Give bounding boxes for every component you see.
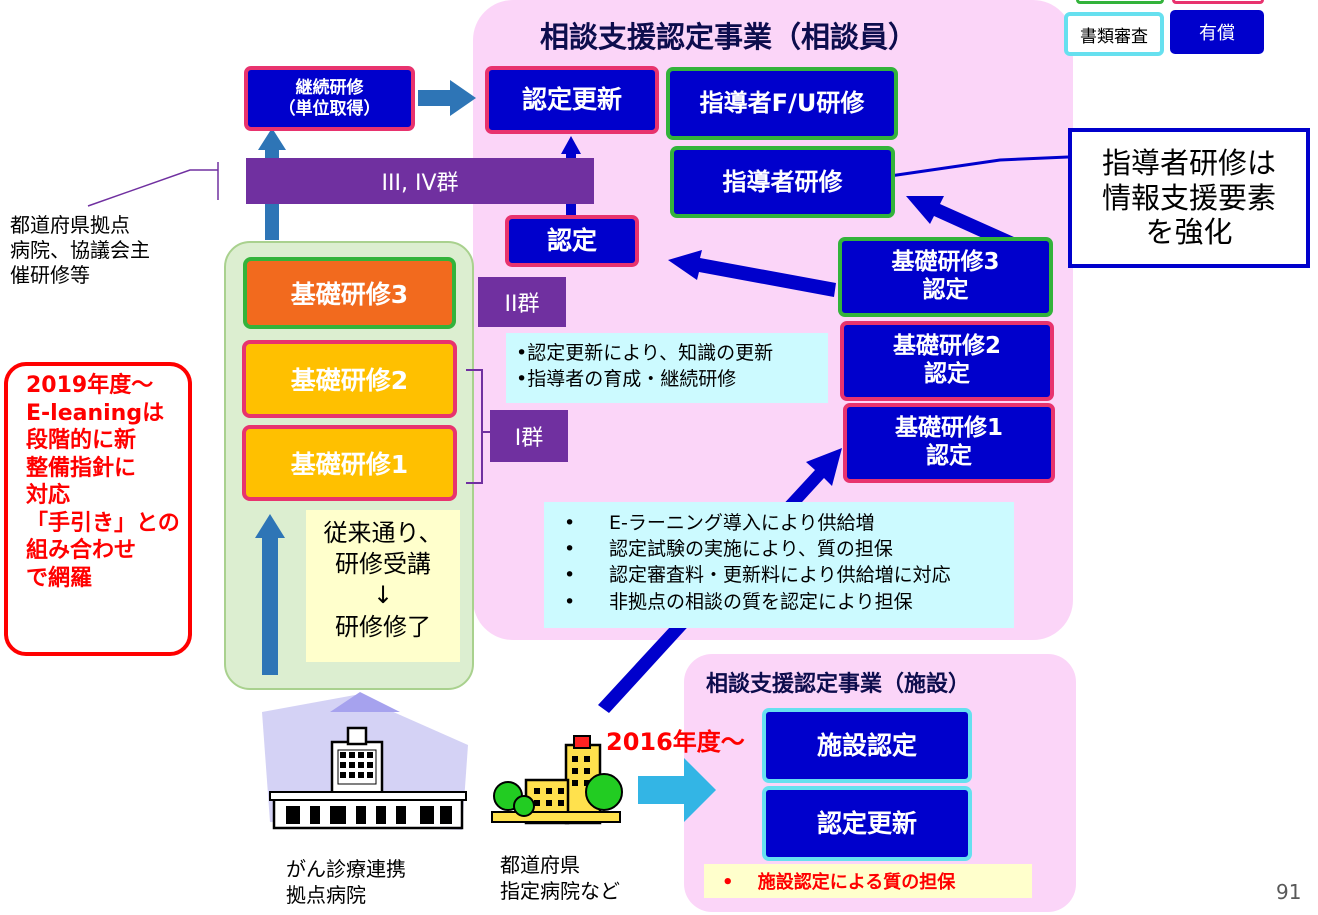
- traditional-training-note: 従来通り、 研修受講 ↓ 研修修了: [306, 510, 460, 662]
- group-2-box: II群: [478, 277, 566, 327]
- certification-box: 認定: [505, 215, 639, 267]
- arrow-continuing-to-renewal: [418, 80, 476, 116]
- elearning-benefit-item: •E-ラーニング導入により供給増: [564, 512, 875, 534]
- basic3-certification-box: 基礎研修3 認定: [838, 237, 1053, 317]
- continuing-training-box: 継続研修 （単位取得）: [244, 66, 415, 131]
- cancer-hospital-label: がん診療連携 拠点病院: [286, 857, 406, 907]
- facility-program-title: 相談支援認定事業（施設）: [706, 672, 971, 697]
- facility-quality-bullet: • 施設認定による質の担保: [704, 864, 1032, 898]
- arrow-shaft-traditional: [262, 535, 278, 675]
- basic-training-2-box: 基礎研修2: [242, 340, 457, 418]
- legend-paid: 有償: [1170, 10, 1264, 54]
- facility-start-year: 2016年度～: [606, 728, 745, 756]
- facility-renewal-box: 認定更新: [762, 786, 972, 861]
- legend-green-box: [1076, 0, 1164, 4]
- prefecture-training-note: 都道府県拠点 病院、協議会主 催研修等: [10, 213, 150, 287]
- elearning-benefit-item: •認定審査料・更新料により供給増に対応: [564, 564, 951, 587]
- renewal-benefit-item: •指導者の育成・継続研修: [516, 367, 737, 390]
- legend-document-review: 書類審査: [1064, 12, 1164, 56]
- elearning-benefits-box: •E-ラーニング導入により供給増 •認定試験の実施により、質の担保 •認定審査料…: [544, 502, 1014, 628]
- elearning-benefit-item: •認定試験の実施により、質の担保: [564, 538, 893, 561]
- facility-certification-box: 施設認定: [762, 708, 972, 783]
- group-1-box: I群: [490, 410, 568, 462]
- group-3-4-bar: III, IV群: [246, 158, 594, 204]
- prefectural-hospital-building-icon: [491, 735, 623, 825]
- arrow-basic3-to-cert: [668, 250, 836, 297]
- basic-training-3-box: 基礎研修3: [243, 257, 456, 329]
- basic1-certification-box: 基礎研修1 認定: [843, 403, 1055, 483]
- renewal-benefits-box: •認定更新により、知識の更新 •指導者の育成・継続研修: [506, 333, 828, 403]
- renewal-benefit-item: •認定更新により、知識の更新: [516, 342, 774, 364]
- leader-training-callout: 指導者研修は 情報支援要素 を強化: [1068, 128, 1310, 268]
- prefectural-hospital-label: 都道府県 指定病院など: [500, 853, 620, 903]
- counselor-program-title: 相談支援認定事業（相談員）: [540, 20, 918, 54]
- leader-training-box: 指導者研修: [670, 146, 895, 218]
- cancer-hospital-building-icon: [269, 726, 467, 830]
- arrow-hospital-to-facility: [638, 758, 716, 822]
- callout-line: [889, 155, 1069, 178]
- arrow-head-basic-to-continuing: [258, 128, 286, 150]
- elearning-note: 2019年度～ E-leaningは 段階的に新 整備指針に 対応 「手引き」と…: [4, 362, 192, 656]
- group1-bracket: [466, 369, 483, 484]
- arrow-head-traditional: [255, 514, 285, 538]
- basic2-certification-box: 基礎研修2 認定: [840, 321, 1054, 401]
- arrow-head-cert-to-renewal: [561, 136, 581, 154]
- page-number: 91: [1276, 880, 1302, 904]
- basic-training-1-box: 基礎研修1: [242, 425, 457, 501]
- elearning-benefit-item: •非拠点の相談の質を認定により担保: [564, 590, 913, 613]
- prefecture-callout-line: [87, 169, 218, 207]
- leader-fu-training-box: 指導者F/U研修: [666, 67, 898, 140]
- hospital-backdrop-top: [330, 692, 400, 712]
- legend-red-box: [1172, 0, 1264, 4]
- renewal-box: 認定更新: [485, 66, 659, 134]
